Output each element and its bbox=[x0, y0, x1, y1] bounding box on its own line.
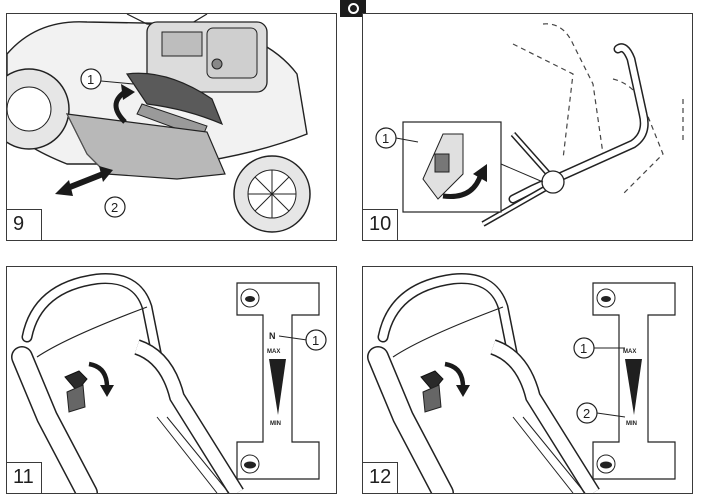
figure-number: 12 bbox=[369, 466, 392, 488]
push-arrow-icon bbox=[55, 166, 113, 196]
page-marker bbox=[340, 0, 366, 17]
gauge-min-label: MIN bbox=[270, 421, 281, 427]
callout-2 bbox=[104, 196, 126, 218]
speed-wedge bbox=[269, 359, 286, 415]
figure-number-box: 9 bbox=[7, 209, 42, 240]
callout-1-label: 1 bbox=[580, 341, 587, 356]
speed-wedge bbox=[625, 359, 642, 415]
callout-1 bbox=[80, 68, 102, 90]
callout-2-label: 2 bbox=[111, 200, 118, 215]
figure-panel-12: MAX MIN 1 2 12 bbox=[362, 266, 693, 494]
rotate-arrow-icon bbox=[442, 173, 484, 200]
figure-number-box: 12 bbox=[363, 462, 398, 493]
figure-number-box: 11 bbox=[7, 462, 42, 493]
throttle-lever-illustration: N MAX MIN 1 bbox=[11, 273, 327, 493]
figure-panel-11: N MAX MIN 1 11 bbox=[6, 266, 337, 494]
gauge-n-label: N bbox=[269, 331, 276, 341]
gauge-min-label: MIN bbox=[626, 421, 637, 427]
figure-number: 11 bbox=[13, 466, 34, 488]
figure-panel-10: 1 10 bbox=[362, 13, 693, 241]
callout-1-label: 1 bbox=[382, 131, 389, 146]
figure-number: 9 bbox=[13, 213, 25, 235]
gauge-max-label: MAX bbox=[267, 349, 280, 355]
throttle-lever-illustration: MAX MIN 1 2 bbox=[367, 273, 676, 493]
callout-1-label: 1 bbox=[312, 333, 319, 348]
figure-number-box: 10 bbox=[363, 209, 398, 240]
mower-grass-bag-illustration: 1 2 bbox=[7, 14, 311, 233]
callout-1 bbox=[305, 329, 327, 351]
figure-panel-9: 1 2 9 bbox=[6, 13, 337, 241]
figure-number: 10 bbox=[369, 213, 392, 235]
handle-adjust-illustration: 1 bbox=[375, 23, 684, 227]
callout-1-label: 1 bbox=[87, 72, 94, 87]
rotate-arrow-icon bbox=[444, 361, 466, 388]
callout-2-label: 2 bbox=[583, 406, 590, 421]
gauge-max-label: MAX bbox=[623, 349, 636, 355]
rotate-arrow-icon bbox=[88, 361, 110, 388]
